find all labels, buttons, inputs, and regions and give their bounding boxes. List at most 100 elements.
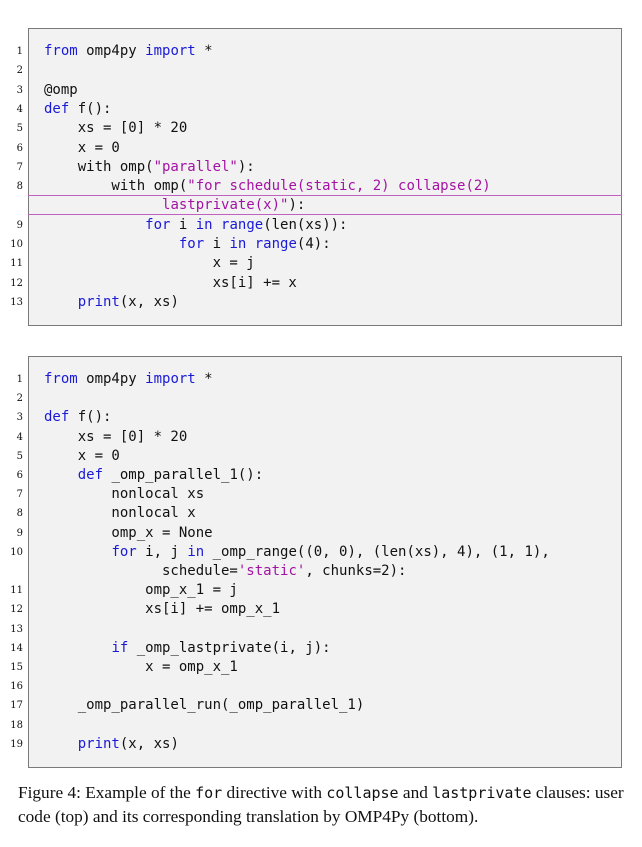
code-text: x = 0	[44, 139, 120, 158]
line-number: 1	[16, 374, 23, 385]
caption-mid2: and	[398, 783, 433, 802]
line-number: 1	[16, 46, 23, 57]
line-number: 10	[10, 239, 23, 250]
line-number: 3	[16, 84, 23, 96]
code-text: print(x, xs)	[44, 293, 179, 312]
code-token: omp4py	[77, 371, 146, 387]
code-token: x = 0	[44, 447, 120, 464]
line-number: 12	[10, 604, 23, 616]
line-number: 12	[10, 277, 23, 289]
code-token: f():	[69, 100, 112, 117]
code-text: with omp("parallel"):	[44, 158, 255, 177]
code-token: xs = [0] * 20	[44, 428, 188, 445]
code-token: i	[170, 216, 196, 233]
code-token: i	[204, 236, 230, 252]
code-token	[213, 217, 221, 233]
code-token	[44, 736, 78, 752]
code-text: for i in range(len(xs)):	[44, 216, 347, 235]
code-token	[44, 544, 111, 560]
code-token: xs[i] += x	[44, 274, 297, 291]
line-number: 7	[16, 489, 23, 501]
line-number: 16	[10, 681, 23, 693]
code-text: nonlocal x	[44, 504, 195, 523]
code-token: ):	[288, 197, 306, 214]
code-token	[44, 217, 145, 233]
line-number: 17	[10, 700, 23, 712]
code-token	[44, 236, 179, 252]
line-number: 4	[16, 103, 23, 115]
code-token: (4):	[296, 236, 331, 252]
code-token: _omp_parallel_1():	[103, 467, 264, 483]
code-text: lastprivate(x)"):	[44, 196, 305, 215]
caption-prefix: Figure 4: Example of the	[18, 783, 196, 802]
translated-code-listing: 1 from omp4py import * 2 3 def f(): 4 xs = [0…	[10, 356, 622, 768]
code-text: for i in range(4):	[44, 235, 331, 254]
code-token	[44, 640, 111, 656]
code-token: schedule=	[44, 563, 238, 579]
keyword-token: from	[44, 371, 78, 387]
code-text: nonlocal xs	[44, 485, 204, 504]
figure-caption: Figure 4: Example of the for directive w…	[18, 781, 628, 829]
code-token: with omp(	[44, 158, 154, 175]
line-number: 5	[16, 450, 23, 462]
line-number: 10	[10, 546, 23, 558]
line-number: 19	[10, 738, 23, 750]
line-number: 8	[16, 508, 23, 520]
code-token: xs[i] += omp_x_1	[44, 601, 281, 618]
keyword-token: range	[254, 236, 297, 252]
code-text: xs = [0] * 20	[44, 428, 188, 447]
line-number: 18	[10, 719, 23, 731]
code-text: print(x, xs)	[44, 735, 179, 754]
keyword-token: print	[77, 735, 120, 752]
line-number: 9	[16, 219, 23, 231]
code-token: x = omp_x_1	[44, 659, 238, 675]
code-token: (x, xs)	[119, 293, 179, 310]
line-number: 13	[10, 623, 23, 635]
keyword-token: from	[44, 43, 78, 59]
code-text: if _omp_lastprivate(i, j):	[44, 639, 331, 658]
line-number: 2	[16, 65, 23, 77]
line-number: 11	[10, 258, 23, 270]
keyword-token: in	[187, 543, 205, 560]
code-token: _omp_lastprivate(i, j):	[128, 639, 331, 656]
string-token: "for schedule(static, 2) collapse(2)	[187, 178, 491, 195]
line-number: 8	[16, 181, 23, 193]
code-text: x = omp_x_1	[44, 658, 238, 677]
code-text: def f():	[44, 408, 111, 427]
code-token	[44, 467, 78, 483]
code-text: from omp4py import *	[44, 370, 213, 389]
keyword-token: in	[229, 236, 247, 252]
code-text: xs = [0] * 20	[44, 119, 188, 138]
string-token: 'static'	[237, 563, 306, 579]
code-text: _omp_parallel_run(_omp_parallel_1)	[44, 696, 365, 715]
keyword-token: for	[178, 236, 205, 252]
code-token: (x, xs)	[119, 735, 179, 752]
code-text: for i, j in _omp_range((0, 0), (len(xs),…	[44, 543, 549, 562]
caption-suffix: clauses: user code (top) and its corresp…	[18, 783, 624, 826]
line-number: 3	[16, 412, 23, 424]
keyword-token: for	[145, 216, 171, 233]
string-token: lastprivate(x)"	[162, 197, 289, 214]
code-token: _omp_parallel_run(_omp_parallel_1)	[44, 697, 365, 714]
keyword-token: if	[111, 639, 129, 656]
keyword-token: def	[44, 409, 70, 426]
keyword-token: def	[44, 100, 70, 117]
keyword-token: print	[77, 293, 120, 310]
code-token: f():	[69, 409, 112, 426]
code-text: @omp	[44, 81, 78, 100]
line-number: 11	[10, 585, 23, 597]
keyword-token: for	[111, 543, 137, 560]
line-number: 2	[16, 393, 23, 405]
line-number: 5	[16, 123, 23, 135]
code-token: x = j	[44, 255, 255, 272]
line-number: 15	[10, 662, 23, 673]
keyword-token: in	[195, 216, 213, 233]
code-token: i, j	[136, 543, 188, 560]
line-number: 4	[16, 431, 23, 443]
code-token: omp_x = None	[44, 524, 213, 541]
line-number: 14	[10, 642, 23, 654]
caption-code-lastprivate: lastprivate	[432, 784, 532, 802]
keyword-token: import	[145, 43, 196, 59]
code-text: def _omp_parallel_1():	[44, 466, 263, 485]
